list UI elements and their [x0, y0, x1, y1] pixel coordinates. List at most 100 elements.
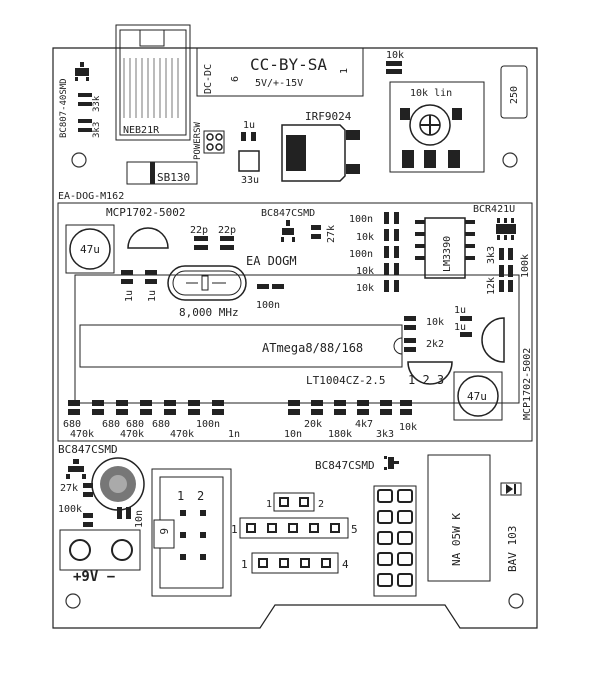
powersw-header: [203, 130, 225, 154]
j3-pin4: 4: [342, 558, 349, 571]
row-top-0: 680: [63, 419, 81, 430]
j3-pin1: 1: [241, 558, 248, 571]
r100k-b-label: 100k: [58, 504, 82, 515]
battery-label: +9V −: [73, 569, 115, 585]
dcdc-pin6: 6: [230, 76, 241, 82]
smd-pads-left: [78, 93, 92, 132]
jumper-1-5: [239, 517, 349, 539]
neb21r-jack: [115, 24, 191, 141]
right-column-pads: [384, 212, 399, 292]
mcu-window: [74, 274, 520, 404]
neb21r-label: NEB21R: [123, 125, 160, 136]
c1u-d-label: 1u: [454, 322, 466, 333]
c22p-a-label: 22p: [190, 225, 208, 236]
crystal-8mhz: [167, 265, 247, 301]
crystal-label: 8,000 MHz: [179, 306, 239, 319]
ea-dogm-label: EA DOGM: [246, 254, 297, 268]
r100n-2-label: 100n: [349, 249, 373, 260]
row2-bottom-1: 180k: [328, 429, 352, 440]
dcdc-label: DC-DC: [203, 64, 214, 94]
header-2x5: [373, 485, 417, 597]
c10n-label: 10n: [134, 510, 145, 528]
powersw-label: POWERSW: [193, 121, 203, 160]
r33k-label: 33k: [92, 95, 102, 112]
mcp1702-b-label: MCP1702-5002: [522, 348, 533, 420]
pot-label: 10k lin: [410, 88, 452, 99]
c33u-body: [238, 150, 260, 172]
r100n-1-label: 100n: [349, 214, 373, 225]
license-title: CC-BY-SA: [250, 55, 327, 74]
row-top-1: 680: [102, 419, 120, 430]
r2k2-label: 2k2: [426, 339, 444, 350]
bc847-a-label: BC847CSMD: [261, 208, 315, 219]
ea-dog-m162-label: EA-DOG-M162: [58, 191, 124, 202]
mcp1702-a-label: MCP1702-5002: [106, 206, 185, 219]
j2-pin5: 5: [351, 523, 358, 536]
row2-bottom-2: 3k3: [376, 429, 394, 440]
cap-47u-b: [457, 375, 499, 417]
c33u-label: 33u: [241, 175, 259, 186]
lt1004-body: [407, 361, 453, 385]
r250-label: 250: [509, 86, 520, 104]
c47u-b-label: 47u: [467, 390, 487, 403]
isp-connector: [151, 468, 232, 597]
j2-pin1: 1: [231, 523, 238, 536]
c1u-c-label: 1u: [454, 305, 466, 316]
r27k-a-label: 27k: [326, 225, 337, 243]
atmega-label: ATmega8/88/168: [262, 341, 363, 355]
dcdc-pin1: 1: [339, 68, 350, 74]
r10k-top-label: 10k: [386, 50, 404, 61]
trimmer-pot: [389, 81, 485, 173]
r10k-2-label: 10k: [356, 266, 374, 277]
row-bottom-3: 100n: [196, 419, 220, 430]
r10k-mid-label: 10k: [426, 317, 444, 328]
lm3390-label: LM3390: [442, 236, 453, 272]
conn-pin2: 2: [197, 489, 204, 503]
row2-top-2: 10k: [399, 422, 417, 433]
row2-bottom-0: 10n: [284, 429, 302, 440]
mcp1702-b-body: [481, 317, 505, 363]
r10k-3-label: 10k: [356, 283, 374, 294]
row2-top-0: 20k: [304, 419, 322, 430]
bcr421u-label: BCR421U: [473, 204, 515, 215]
bc847-b-label: BC847CSMD: [58, 443, 118, 456]
dcdc-module: [196, 47, 364, 97]
conn-pin6: 6: [157, 528, 170, 535]
row2-top-1: 4k7: [355, 419, 373, 430]
r10k-1-label: 10k: [356, 232, 374, 243]
c100n-x-label: 100n: [256, 300, 280, 311]
lt1004-label: LT1004CZ-2.5: [306, 374, 385, 387]
mounting-holes: [65, 152, 524, 609]
r12k-label: 12k: [486, 277, 497, 295]
c47u-a-label: 47u: [80, 243, 100, 256]
irf9024-label: IRF9024: [305, 110, 352, 123]
bc807-body: [75, 68, 89, 76]
jumper-1-2: [273, 492, 315, 512]
row-top-3: 680: [152, 419, 170, 430]
row-bottom-4: 1n: [228, 429, 240, 440]
c22p-pads: [194, 236, 234, 250]
c1u-pads: [121, 270, 157, 284]
sb130-label: SB130: [157, 171, 190, 184]
atmega-chip: [79, 324, 403, 368]
r250-body: [500, 65, 528, 119]
conn-pin1: 1: [177, 489, 184, 503]
row-top-2: 680: [126, 419, 144, 430]
r3k3-label: 3k3: [92, 122, 102, 138]
r100k-label: 100k: [520, 254, 531, 278]
relay-label: NA 05W K: [450, 513, 463, 566]
irf9024-body: [281, 124, 346, 182]
c1u-a-label: 1u: [124, 290, 135, 302]
display-outline: [57, 202, 533, 442]
j1-pin1: 1: [266, 499, 272, 510]
bc807-label: BC807-40SMD: [59, 78, 69, 138]
cap-47u-a: [69, 228, 111, 270]
relay: [427, 454, 491, 582]
row-bottom-0: 470k: [70, 429, 94, 440]
resistor-row-left: [68, 400, 224, 415]
board-outline: [52, 47, 538, 629]
r3k3-b-label: 3k3: [486, 246, 497, 264]
mcp1702-a-body: [127, 227, 169, 249]
battery-connector: [59, 529, 141, 571]
